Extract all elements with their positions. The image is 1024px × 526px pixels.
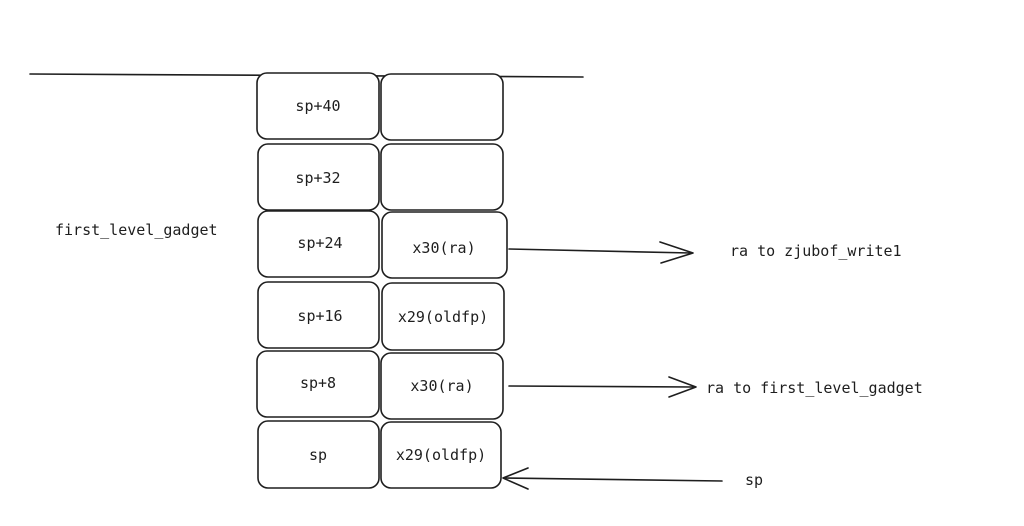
arrow-ra-lower-head	[668, 376, 697, 398]
value-cell	[380, 143, 504, 211]
arrow-ra-upper	[508, 241, 694, 264]
value-cell	[380, 421, 502, 489]
value-label: x30(ra)	[412, 239, 475, 257]
value-label: x29(oldfp)	[398, 308, 488, 326]
stack-row: sp+16 x29(oldfp)	[257, 281, 505, 351]
stack-row: sp+8 x30(ra)	[256, 350, 504, 420]
arrow-ra-lower-label: ra to first_level_gadget	[706, 379, 923, 397]
arrow-ra-upper-shaft	[508, 248, 692, 254]
stack-row: sp+40	[256, 72, 504, 141]
arrow-ra-lower	[508, 376, 697, 398]
offset-cell	[256, 72, 380, 140]
stack-row: sp x29(oldfp)	[257, 420, 502, 489]
arrow-ra-lower-shaft	[508, 385, 695, 388]
offset-cell	[257, 210, 380, 278]
offset-cell	[256, 350, 380, 418]
offset-label: sp	[309, 446, 327, 464]
arrow-sp-shaft	[504, 477, 723, 482]
arrow-sp-label: sp	[745, 471, 763, 489]
value-label: x30(ra)	[410, 377, 473, 395]
arrow-sp-head	[502, 467, 529, 490]
offset-label: sp+24	[297, 234, 342, 252]
offset-label: sp+16	[297, 307, 342, 325]
value-cell	[381, 282, 505, 351]
stack-row: sp+24 x30(ra)	[257, 210, 508, 279]
offset-cell	[257, 281, 380, 349]
offset-cell	[257, 420, 380, 489]
frame-label: first_level_gadget	[55, 221, 218, 239]
value-cell	[381, 211, 508, 279]
offset-label: sp+32	[295, 169, 340, 187]
arrow-ra-upper-head	[659, 241, 694, 264]
arrow-sp	[502, 467, 723, 490]
value-cell	[380, 352, 504, 420]
stack-row: sp+32	[257, 143, 504, 211]
offset-label: sp+8	[300, 374, 336, 392]
arrow-ra-upper-label: ra to zjubof_write1	[730, 242, 902, 260]
offset-cell	[257, 143, 380, 211]
value-cell	[380, 73, 504, 141]
offset-label: sp+40	[295, 97, 340, 115]
value-label: x29(oldfp)	[396, 446, 486, 464]
